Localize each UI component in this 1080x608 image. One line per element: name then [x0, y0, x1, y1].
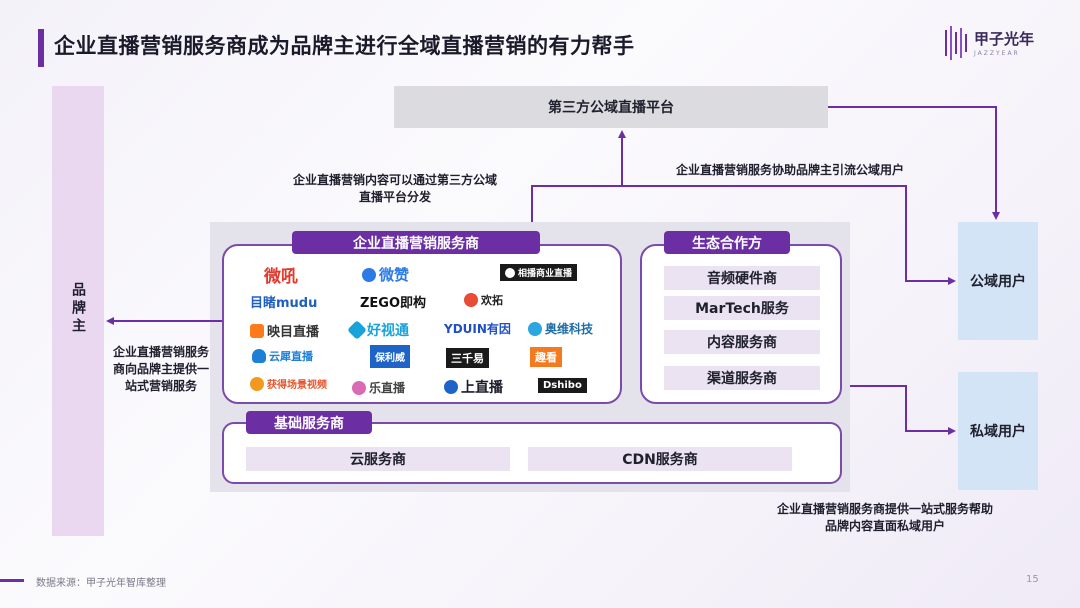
- private-note: 企业直播营销服务商提供一站式服务帮助 品牌内容直面私域用户: [756, 501, 1014, 535]
- private-users-box: 私域用户: [958, 372, 1038, 490]
- arrow-to-third-party: [531, 130, 626, 222]
- title-accent-bar: [38, 29, 44, 67]
- vendor-lezhibo-name: 乐直播: [369, 381, 406, 395]
- base-services-header: 基础服务商: [246, 411, 372, 434]
- vendor-xiangbo-name: 相播商业直播: [518, 269, 573, 279]
- third-party-platform-box: 第三方公域直播平台: [394, 86, 828, 128]
- page-number: 15: [1026, 574, 1039, 585]
- haoshitong-logo-icon: [347, 320, 367, 340]
- distribute-note-line2: 直播平台分发: [358, 190, 431, 204]
- vendor-yingmu-name: 映目直播: [267, 325, 320, 340]
- vendor-huode-name: 获得场景视频: [267, 380, 327, 391]
- eco-item-martech: MarTech服务: [664, 296, 820, 320]
- vendor-qukan-name: 趣看: [535, 351, 557, 364]
- vendor-shangzhibo-name: 上直播: [461, 380, 503, 396]
- vendor-qukan: 趣看: [530, 347, 562, 367]
- vendor-sanqian-name: 三千易: [451, 352, 484, 365]
- base-item-cdn: CDN服务商: [528, 447, 792, 471]
- page-title: 企业直播营销服务商成为品牌主进行全域直播营销的有力帮手: [54, 34, 635, 58]
- eco-item-content: 内容服务商: [664, 330, 820, 354]
- brand-owner-column: 品牌主: [52, 86, 104, 536]
- vendor-yingmu: 映目直播: [250, 321, 319, 340]
- vendor-weizan: 微赞: [362, 264, 409, 285]
- vendor-xiangbo: 相播商业直播: [500, 264, 578, 281]
- brand-service-note-line2: 商向品牌主提供一: [112, 362, 209, 376]
- data-source: 数据来源：甲子光年智库整理: [36, 578, 166, 589]
- brand-service-note-line1: 企业直播营销服务: [112, 345, 209, 359]
- public-users-box: 公域用户: [958, 222, 1038, 340]
- vendor-yduin-name: YDUIN有因: [444, 322, 511, 336]
- vendor-polyv-name: 保利威: [375, 353, 405, 364]
- yingmu-logo-icon: [250, 323, 264, 338]
- weizan-logo-icon: [362, 267, 376, 282]
- vendor-mudu-name: 目睹mudu: [250, 296, 318, 311]
- private-note-line2: 品牌内容直面私域用户: [824, 519, 945, 533]
- vendor-weizan-name: 微赞: [379, 266, 410, 284]
- distribute-note-line1: 企业直播营销内容可以通过第三方公域: [292, 173, 497, 187]
- logo-bars-icon: [945, 26, 967, 60]
- brand-service-note: 企业直播营销服务 商向品牌主提供一 站式营销服务: [102, 344, 220, 395]
- footer-accent-line: [0, 579, 24, 582]
- aowei-logo-icon: [528, 321, 542, 336]
- jazzyear-logo: 甲子光年 JAZZYEAR: [944, 24, 1064, 66]
- vendor-dshibo: Dshibo: [538, 378, 587, 393]
- vendor-sanqian: 三千易: [446, 348, 489, 368]
- vendor-mudu: 目睹mudu: [250, 292, 317, 311]
- base-item-cloud: 云服务商: [246, 447, 510, 471]
- vendor-yduin: YDUIN有因: [444, 320, 511, 337]
- brand-owner-text: 品牌主: [70, 282, 86, 336]
- eco-item-channel: 渠道服务商: [664, 366, 820, 390]
- huode-logo-icon: [250, 376, 264, 391]
- vendor-dshibo-name: Dshibo: [543, 380, 582, 391]
- brand-owner-label: 品牌主: [52, 282, 104, 343]
- brand-service-note-line3: 站式营销服务: [124, 379, 197, 393]
- eco-item-audio-hardware: 音频硬件商: [664, 266, 820, 290]
- distribute-note: 企业直播营销内容可以通过第三方公域 直播平台分发: [270, 172, 520, 206]
- shangzhibo-logo-icon: [444, 380, 458, 394]
- logo-text: 甲子光年: [974, 30, 1035, 48]
- public-users-label: 公域用户: [970, 274, 1026, 290]
- xiangbo-logo-icon: [505, 267, 515, 278]
- vendor-polyv: 保利威: [370, 345, 410, 368]
- vendor-aowei-name: 奥维科技: [545, 322, 594, 336]
- arrow-to-private: [850, 385, 956, 435]
- third-party-platform-label: 第三方公域直播平台: [548, 100, 674, 116]
- vendor-yunxi-name: 云犀直播: [269, 350, 313, 363]
- traffic-note: 企业直播营销服务协助品牌主引流公域用户: [676, 163, 905, 177]
- vendor-weihou: 微吼: [264, 262, 298, 287]
- provider-header: 企业直播营销服务商: [292, 231, 540, 254]
- vendor-aowei: 奥维科技: [528, 320, 593, 337]
- vendor-huode: 获得场景视频: [250, 376, 327, 391]
- vendor-weihou-name: 微吼: [264, 267, 298, 287]
- logo-subtext: JAZZYEAR: [974, 50, 1020, 57]
- vendor-lezhibo: 乐直播: [352, 379, 405, 396]
- lezhibo-logo-icon: [352, 380, 366, 395]
- vendor-huantuo: 欢拓: [464, 292, 503, 308]
- vendor-shangzhibo: 上直播: [444, 377, 503, 397]
- vendor-zego-name: ZEGO即构: [360, 296, 427, 311]
- vendor-zego: ZEGO即构: [360, 292, 426, 311]
- vendor-huantuo-name: 欢拓: [481, 294, 503, 307]
- private-note-line1: 企业直播营销服务商提供一站式服务帮助: [776, 502, 993, 516]
- vendor-haoshitong-name: 好视通: [367, 323, 409, 339]
- ecosystem-header: 生态合作方: [664, 231, 790, 254]
- vendor-haoshitong: 好视通: [347, 320, 409, 340]
- private-users-label: 私域用户: [970, 424, 1026, 440]
- vendor-yunxi: 云犀直播: [252, 348, 313, 364]
- huantuo-logo-icon: [464, 293, 478, 307]
- yunxi-logo-icon: [252, 349, 266, 363]
